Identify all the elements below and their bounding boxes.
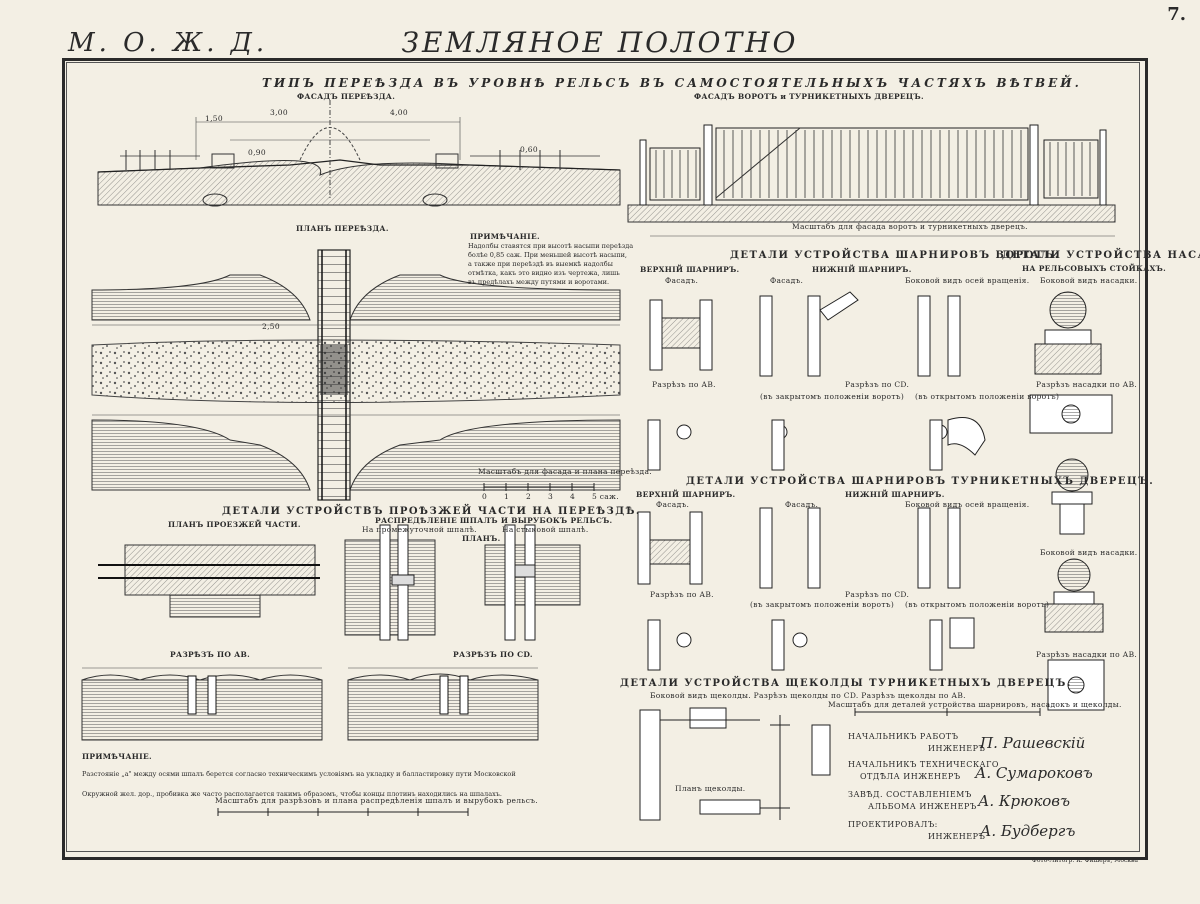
crossing-facade bbox=[97, 100, 621, 207]
header-title: ЗЕМЛЯНОЕ ПОЛОТНО bbox=[401, 26, 799, 59]
scale-bar-details bbox=[854, 708, 1041, 716]
lower-hinge-label: НИЖНІЙ ШАРНИРЪ. bbox=[812, 265, 912, 274]
signature-name: П. Рашевскій bbox=[980, 734, 1086, 752]
signature-role: НАЧАЛЬНИКЪ ТЕХНИЧЕСКАГО bbox=[848, 760, 999, 769]
details-scale-label: Масштабъ для деталей устройства шарниров… bbox=[828, 700, 1122, 709]
tie-distribution-intermediate-label: На промежуточной шпалѣ. bbox=[362, 525, 477, 534]
rail-caps-title: ДЕТАЛИ УСТРОЙСТВА НАСАДОКЪ bbox=[1002, 250, 1200, 261]
page-number: 7. bbox=[1167, 4, 1186, 25]
scale1-tick: 3 bbox=[548, 492, 554, 501]
turnstile-hinge-details bbox=[637, 507, 975, 671]
scale1-tick: 2 bbox=[526, 492, 532, 501]
signature-name: А. Будбергъ bbox=[980, 822, 1076, 840]
carriageway-plan-detail bbox=[98, 544, 320, 618]
signature-role: ЗАВѢД. СОСТАВЛЕНІЕМЪ bbox=[848, 790, 972, 799]
scale1-tick: 5 саж. bbox=[592, 492, 619, 501]
note2-text: Разстояніе „а" между осями шпалъ берется… bbox=[82, 770, 516, 798]
cap-side-view-label: Боковой видъ насадки. bbox=[1040, 276, 1138, 285]
section-cd-left bbox=[347, 667, 539, 741]
signature-role: ПРОЕКТИРОВАЛЪ: bbox=[848, 820, 938, 829]
dim-label: 2,50 bbox=[262, 322, 280, 331]
plan-label: ПЛАНЪ. bbox=[462, 534, 501, 543]
scale1-tick: 0 bbox=[482, 492, 488, 501]
crossing-plan-title: ПЛАНЪ ПЕРЕѢЗДА. bbox=[296, 224, 389, 233]
lower-hinge-label: НИЖНІЙ ШАРНИРЪ. bbox=[845, 490, 945, 499]
header-abbreviation: М. О. Ж. Д. bbox=[68, 28, 269, 58]
signature-role: НАЧАЛЬНИКЪ РАБОТЪ bbox=[848, 732, 959, 741]
printer-footer: Фото-Литогр. К. Фишеръ, Москва bbox=[1031, 857, 1138, 864]
scale2-label: Масштабъ для разрѣзовъ и плана распредѣл… bbox=[215, 796, 538, 805]
sheet-title: ТИПЪ ПЕРЕѢЗДА ВЪ УРОВНѢ РЕЛЬСЪ ВЪ САМОСТ… bbox=[262, 76, 1082, 90]
closed-position-label: (въ закрытомъ положеніи воротъ) bbox=[750, 600, 895, 609]
facade-label: Фасадъ. bbox=[656, 500, 690, 509]
cap-section-ab-label: Разрѣзъ насадки по АВ. bbox=[1036, 650, 1138, 659]
signature-role: ИНЖЕНЕРЪ bbox=[928, 832, 986, 841]
note1-text: Надолбы ставятся при высотѣ насыпи переѣ… bbox=[468, 242, 634, 286]
side-view-label: Боковой видъ осей вращенія. bbox=[905, 500, 1030, 509]
carriageway-plan-title: ПЛАНЪ ПРОЕЗЖЕЙ ЧАСТИ. bbox=[168, 520, 301, 529]
signature-name: А. Сумароковъ bbox=[975, 764, 1093, 782]
facade-label: Фасадъ. bbox=[785, 500, 819, 509]
tie-distribution-joint bbox=[484, 524, 581, 641]
side-view-label: Боковой видъ осей вращенія. bbox=[905, 276, 1030, 285]
dim-label: 4,00 bbox=[390, 108, 408, 117]
latch-title: ДЕТАЛИ УСТРОЙСТВА ЩЕКОЛДЫ ТУРНИКЕТНЫХЪ Д… bbox=[620, 678, 1072, 689]
facade-label: Фасадъ. bbox=[665, 276, 699, 285]
inner-frame bbox=[66, 62, 1140, 852]
upper-hinge-label: ВЕРХНІЙ ШАРНИРЪ. bbox=[636, 490, 736, 499]
latch-details bbox=[639, 707, 831, 821]
dim-label: 0,90 bbox=[248, 148, 266, 157]
rail-cap-details bbox=[1029, 291, 1113, 711]
section-cd-title: РАЗРѢЗЪ ПО CD. bbox=[453, 650, 533, 659]
tie-distribution-title: РАСПРЕДѢЛЕНІЕ ШПАЛЪ И ВЫРУБОКЪ РЕЛЬСЪ. bbox=[375, 516, 613, 525]
dim-label: 1,50 bbox=[205, 114, 223, 123]
carriageway-details-title: ДЕТАЛИ УСТРОЙСТВЪ ПРОѢЗЖЕЙ ЧАСТИ НА ПЕРЕ… bbox=[222, 506, 641, 517]
dim-label: 0,60 bbox=[520, 145, 538, 154]
latch-subtitle: Боковой видъ щеколды. Разрѣзъ щеколды по… bbox=[650, 691, 966, 700]
tie-distribution-intermediate bbox=[344, 524, 436, 641]
note1-title: ПРИМѢЧАНІЕ. bbox=[470, 232, 540, 241]
scale1-tick: 4 bbox=[570, 492, 576, 501]
signature-role: ОТДѢЛА ИНЖЕНЕРЪ bbox=[860, 772, 961, 781]
crossing-plan bbox=[91, 249, 621, 501]
section-cd-label: Разрѣзъ по CD. bbox=[845, 380, 910, 389]
section-ab-label: Разрѣзъ по АВ. bbox=[650, 590, 714, 599]
gates-facade bbox=[627, 124, 1116, 237]
section-ab-left bbox=[81, 667, 323, 741]
note2-title: ПРИМѢЧАНІЕ. bbox=[82, 752, 152, 761]
open-position-label: (въ открытомъ положеніи воротъ) bbox=[915, 392, 1060, 401]
tie-distribution-joint-label: На стыковой шпалѣ. bbox=[502, 525, 589, 534]
latch-plan-label: Планъ щеколды. bbox=[675, 784, 746, 793]
section-cd-label: Разрѣзъ по CD. bbox=[845, 590, 910, 599]
dim-label: 3,00 bbox=[270, 108, 288, 117]
upper-hinge-label: ВЕРХНІЙ ШАРНИРЪ. bbox=[640, 265, 740, 274]
cap-section-ab-label: Разрѣзъ насадки по АВ. bbox=[1036, 380, 1138, 389]
scale1-tick: 1 bbox=[504, 492, 510, 501]
open-position-label: (въ открытомъ положеніи воротъ) bbox=[905, 600, 1050, 609]
scale1-label: Масштабъ для фасада и плана переѣзда. bbox=[478, 467, 652, 476]
section-ab-label: Разрѣзъ по АВ. bbox=[652, 380, 716, 389]
signature-role: ИНЖЕНЕРЪ bbox=[928, 744, 986, 753]
rail-caps-subtitle: НА РЕЛЬСОВЫХЪ СТОЙКАХЪ. bbox=[1022, 264, 1167, 273]
section-ab-title: РАЗРѢЗЪ ПО АВ. bbox=[170, 650, 251, 659]
gates-scale-label: Масштабъ для фасада воротъ и турникетных… bbox=[792, 222, 1028, 231]
signature-name: А. Крюковъ bbox=[978, 792, 1071, 810]
outer-frame bbox=[62, 58, 1148, 860]
cap-side-view-label: Боковой видъ насадки. bbox=[1040, 548, 1138, 557]
scale-bar-sections bbox=[217, 808, 469, 816]
crossing-facade-title: ФАСАДЪ ПЕРЕѢЗДА. bbox=[297, 92, 396, 101]
gate-hinge-details bbox=[647, 291, 986, 471]
gate-hinges-title: ДЕТАЛИ УСТРОЙСТВА ШАРНИРОВЪ ВОРОТЪ. bbox=[730, 250, 1060, 261]
facade-label: Фасадъ. bbox=[770, 276, 804, 285]
closed-position-label: (въ закрытомъ положеніи воротъ) bbox=[760, 392, 905, 401]
signature-role: АЛЬБОМА ИНЖЕНЕРЪ bbox=[868, 802, 977, 811]
turnstile-hinges-title: ДЕТАЛИ УСТРОЙСТВА ШАРНИРОВЪ ТУРНИКЕТНЫХЪ… bbox=[686, 476, 1155, 487]
scale-bar-crossing bbox=[483, 483, 595, 491]
gates-facade-title: ФАСАДЪ ВОРОТЪ и ТУРНИКЕТНЫХЪ ДВЕРЕЦЪ. bbox=[694, 92, 924, 101]
